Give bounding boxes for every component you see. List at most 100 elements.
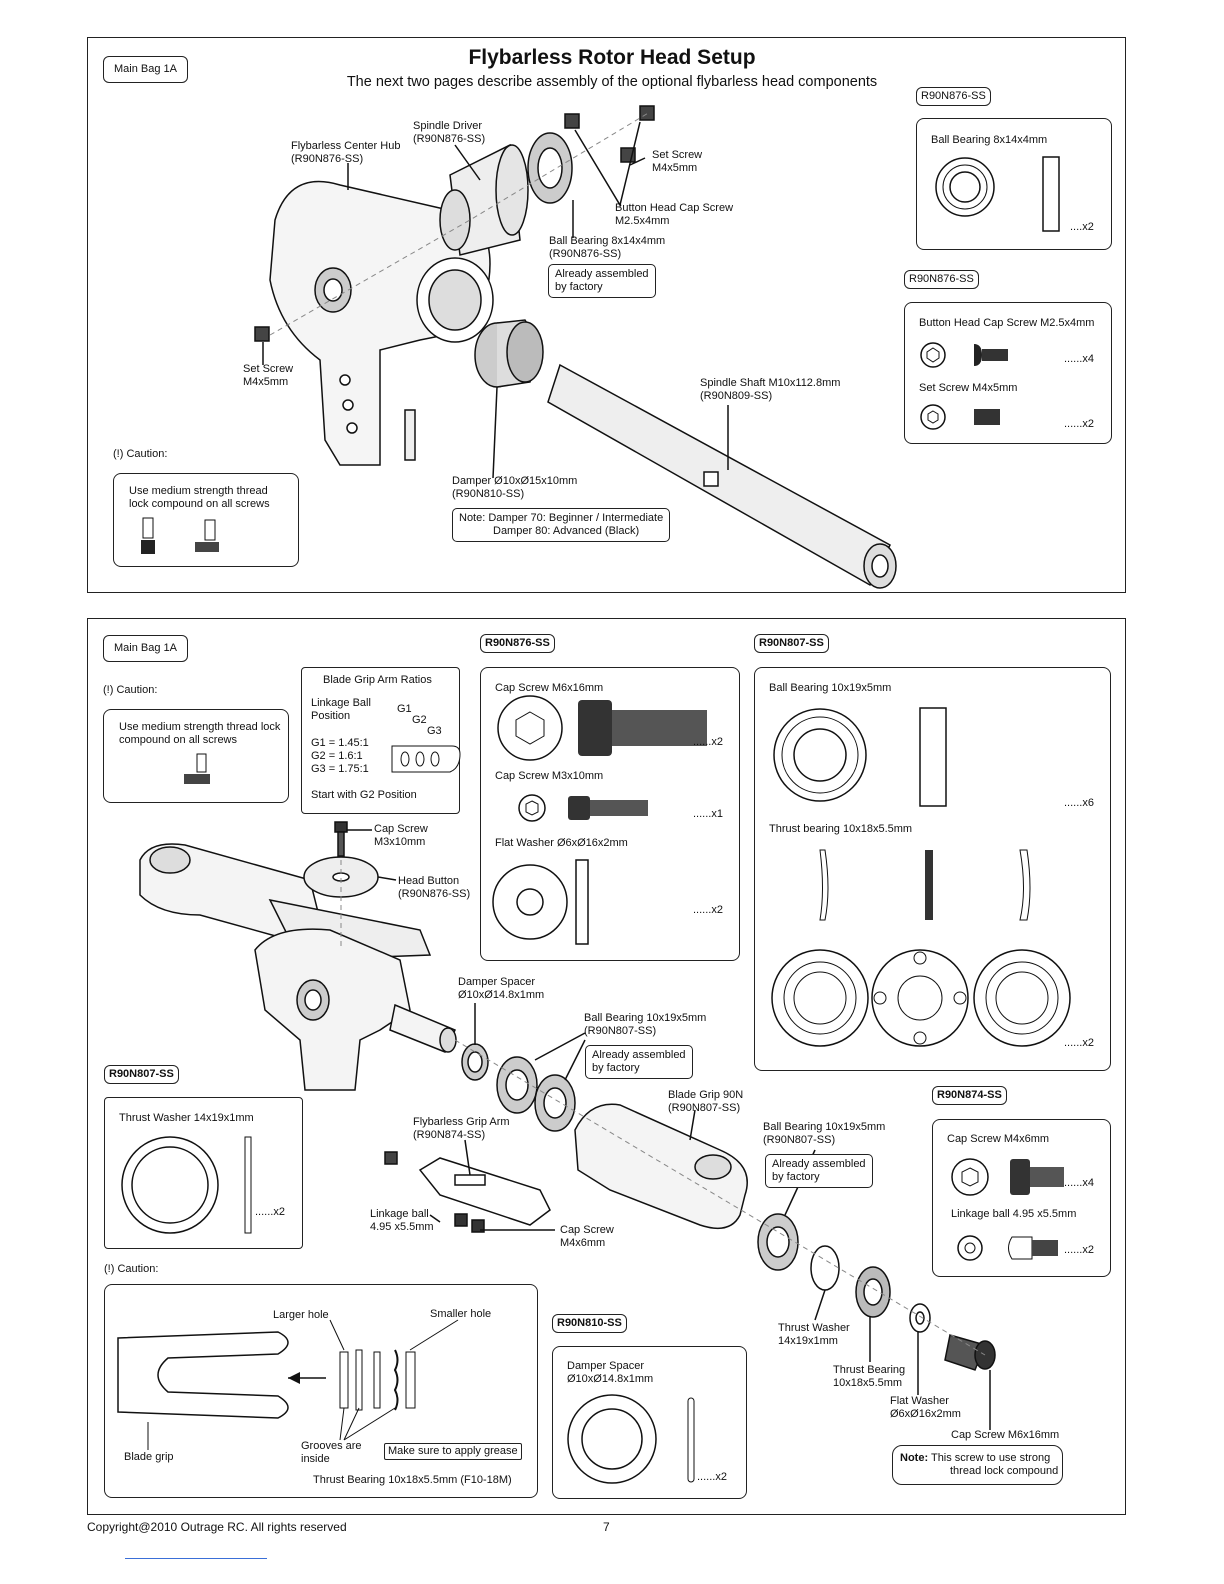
- callout-spindle-driver: Spindle Driver(R90N876-SS): [413, 120, 486, 145]
- threadlock-icon-2: [184, 753, 210, 784]
- qty-button-head: ......x4: [1064, 353, 1094, 365]
- damper-note: Note: Damper 70: Beginner / Intermediate…: [452, 508, 671, 542]
- qty-linkage-ball: ......x2: [1064, 1244, 1094, 1256]
- ratios-g3: G3: [427, 725, 442, 737]
- thrust-washer-label: Thrust Washer 14x19x1mm: [119, 1112, 254, 1124]
- page-number: 7: [603, 1520, 610, 1534]
- strong-threadlock-note: Note: This screw to use strong thread lo…: [892, 1445, 1063, 1485]
- callout-damper: Damper Ø10xØ15x10mm(R90N810-SS): [452, 475, 578, 500]
- top-bag-tag: Main Bag 1A: [103, 56, 188, 83]
- qty-damper-spacer: ......x2: [697, 1471, 727, 1483]
- parts-box-ball-bearing-8: [916, 118, 1112, 250]
- callout-center-hub: Flybarless Center Hub(R90N876-SS): [291, 140, 401, 165]
- ratios-start: Start with G2 Position: [311, 789, 417, 801]
- ball-bearing-8-label: Ball Bearing 8x14x4mm: [931, 134, 1048, 146]
- thrust-washer-icon: [121, 1136, 252, 1234]
- thrust-bearing-label: Thrust bearing 10x18x5.5mm: [769, 823, 913, 835]
- qty-cap-m3: ......x1: [693, 808, 723, 820]
- qty-washer: ......x2: [693, 904, 723, 916]
- grease-diagram: [117, 1319, 459, 1450]
- set-screw-label: Set Screw M4x5mm: [919, 382, 1018, 394]
- qty-thrust-washer: ......x2: [255, 1206, 285, 1218]
- callout-ball-bearing-1: Ball Bearing 10x19x5mm(R90N807-SS): [584, 1012, 707, 1037]
- callout-grip-arm: Flybarless Grip Arm(R90N874-SS): [413, 1116, 510, 1141]
- parts-tag-876-c: R90N876-SS: [480, 634, 555, 653]
- ratios-g1: G1: [397, 703, 412, 715]
- larger-hole-label: Larger hole: [273, 1309, 329, 1321]
- qty-cap-m4: ......x4: [1064, 1177, 1094, 1189]
- bottom-caution-box: [103, 709, 289, 803]
- callout-head-button: Head Button(R90N876-SS): [398, 875, 471, 900]
- rotor-head-illustration: [254, 105, 897, 589]
- callout-blade-grip: Blade Grip 90N(R90N807-SS): [668, 1089, 744, 1114]
- callout-spindle-shaft: Spindle Shaft M10x112.8mm(R90N809-SS): [700, 377, 841, 402]
- top-caution-label: (!) Caution:: [113, 448, 168, 460]
- callout-cap-screw-m6: Cap Screw M6x16mm: [951, 1429, 1060, 1441]
- bearing-10-label: Ball Bearing 10x19x5mm: [769, 682, 892, 694]
- smaller-hole-label: Smaller hole: [430, 1308, 492, 1320]
- parts-tag-876-b: R90N876-SS: [904, 270, 979, 289]
- ratios-box: [301, 667, 460, 814]
- bottom-caution2-label: (!) Caution:: [104, 1263, 159, 1275]
- box-807-icons: [773, 707, 1031, 921]
- qty-cap-m6: ......x2: [693, 736, 723, 748]
- ratios-title: Blade Grip Arm Ratios: [323, 674, 432, 686]
- washer-label: Flat Washer Ø6xØ16x2mm: [495, 837, 628, 849]
- bottom-bag-tag: Main Bag 1A: [103, 635, 188, 662]
- page-subtitle: The next two pages describe assembly of …: [346, 74, 878, 90]
- linkage-ball-label: Linkage ball 4.95 x5.5mm: [951, 1208, 1077, 1220]
- grease-box: [104, 1284, 538, 1498]
- screw-icons: [920, 342, 1008, 430]
- threadlock-icon: [141, 517, 219, 554]
- box-876-icons: [492, 695, 707, 945]
- blade-grip-label: Blade grip: [124, 1451, 174, 1463]
- ball-bearing-icon: [935, 156, 1060, 232]
- copyright: Copyright@2010 Outrage RC. All rights re…: [87, 1520, 347, 1534]
- qty-set-screw: ......x2: [1064, 418, 1094, 430]
- parts-tag-807-b: R90N807-SS: [104, 1065, 179, 1084]
- parts-tag-874: R90N874-SS: [932, 1086, 1007, 1105]
- qty-thrust-bearing: ......x2: [1064, 1037, 1094, 1049]
- box-874-icons: [951, 1158, 1064, 1261]
- callout-ball-bearing: Ball Bearing 8x14x4mm(R90N876-SS): [549, 235, 666, 260]
- callout-ball-bearing-2: Ball Bearing 10x19x5mm(R90N807-SS): [763, 1121, 886, 1146]
- cap-m6-label: Cap Screw M6x16mm: [495, 682, 604, 694]
- thrust-rings: [771, 949, 1071, 1047]
- cap-m4-label: Cap Screw M4x6mm: [947, 1133, 1050, 1145]
- parts-tag-810: R90N810-SS: [552, 1314, 627, 1333]
- damper-spacer-icon: [567, 1394, 695, 1484]
- grip-arm-ratio-icon: [391, 745, 461, 773]
- parts-tag-876-a: R90N876-SS: [916, 87, 991, 106]
- ratios-g2: G2: [412, 714, 427, 726]
- apply-grease-note: Make sure to apply grease: [384, 1443, 522, 1460]
- page-title: Flybarless Rotor Head Setup: [468, 46, 756, 69]
- qty-bearing-10: ......x6: [1064, 797, 1094, 809]
- bottom-caution-label: (!) Caution:: [103, 684, 158, 696]
- cap-m3-label: Cap Screw M3x10mm: [495, 770, 604, 782]
- thrust-bearing-f10-label: Thrust Bearing 10x18x5.5mm (F10-18M): [313, 1474, 512, 1486]
- parts-tag-807-a: R90N807-SS: [754, 634, 829, 653]
- footer-rule: [125, 1558, 267, 1559]
- button-head-label: Button Head Cap Screw M2.5x4mm: [919, 317, 1095, 329]
- qty-ball-bearing-8: ....x2: [1070, 221, 1094, 233]
